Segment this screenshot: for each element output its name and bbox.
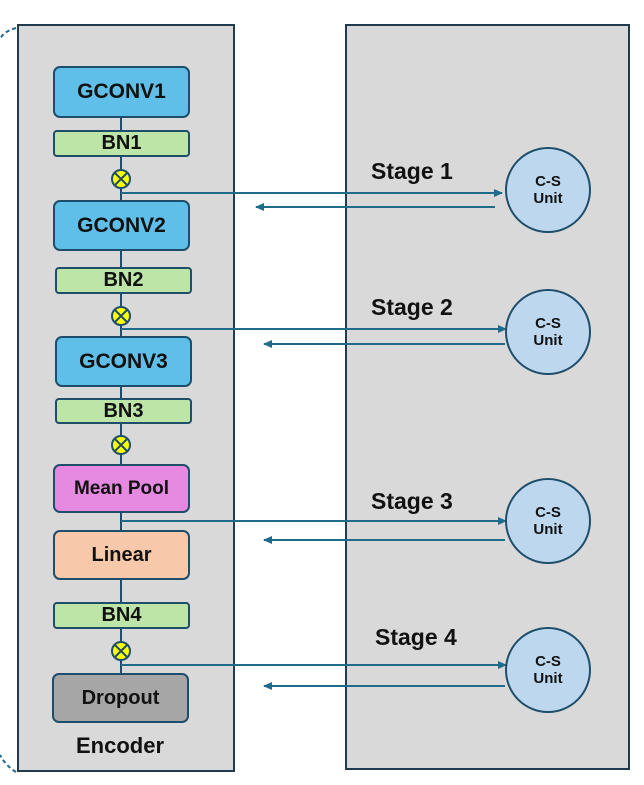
cs-unit-stage-3: C-S Unit [505, 478, 591, 564]
cs-unit-line2: Unit [533, 521, 563, 538]
cs-unit-line1: C-S [535, 504, 561, 521]
multiply-node-icon [111, 169, 131, 189]
cs-unit-line1: C-S [535, 173, 561, 190]
encoder-label: Encoder [75, 733, 165, 758]
multiply-node-icon [111, 641, 131, 661]
dashed-outline [0, 27, 17, 41]
bn1-block: BN1 [53, 130, 190, 157]
gconv3-block: GCONV3 [55, 336, 192, 387]
bn3-block: BN3 [55, 398, 192, 424]
multiply-node-icon [111, 435, 131, 455]
stage-2-label: Stage 2 [371, 294, 453, 320]
gconv1-block: GCONV1 [53, 66, 190, 118]
dashed-outline [0, 754, 17, 773]
cs-unit-line2: Unit [533, 670, 563, 687]
stage-1-label: Stage 1 [371, 158, 453, 184]
mean-pool-block: Mean Pool [53, 464, 190, 513]
cs-unit-line1: C-S [535, 315, 561, 332]
stage-4-label: Stage 4 [375, 624, 457, 650]
dropout-block: Dropout [52, 673, 189, 723]
cs-unit-stage-4: C-S Unit [505, 627, 591, 713]
cs-unit-line1: C-S [535, 653, 561, 670]
bn2-block: BN2 [55, 267, 192, 294]
gconv2-block: GCONV2 [53, 200, 190, 251]
multiply-node-icon [111, 306, 131, 326]
cs-unit-stage-2: C-S Unit [505, 289, 591, 375]
stage-3-label: Stage 3 [371, 488, 453, 514]
cs-unit-line2: Unit [533, 332, 563, 349]
linear-block: Linear [53, 530, 190, 580]
bn4-block: BN4 [53, 602, 190, 629]
cs-unit-line2: Unit [533, 190, 563, 207]
cs-unit-stage-1: C-S Unit [505, 147, 591, 233]
